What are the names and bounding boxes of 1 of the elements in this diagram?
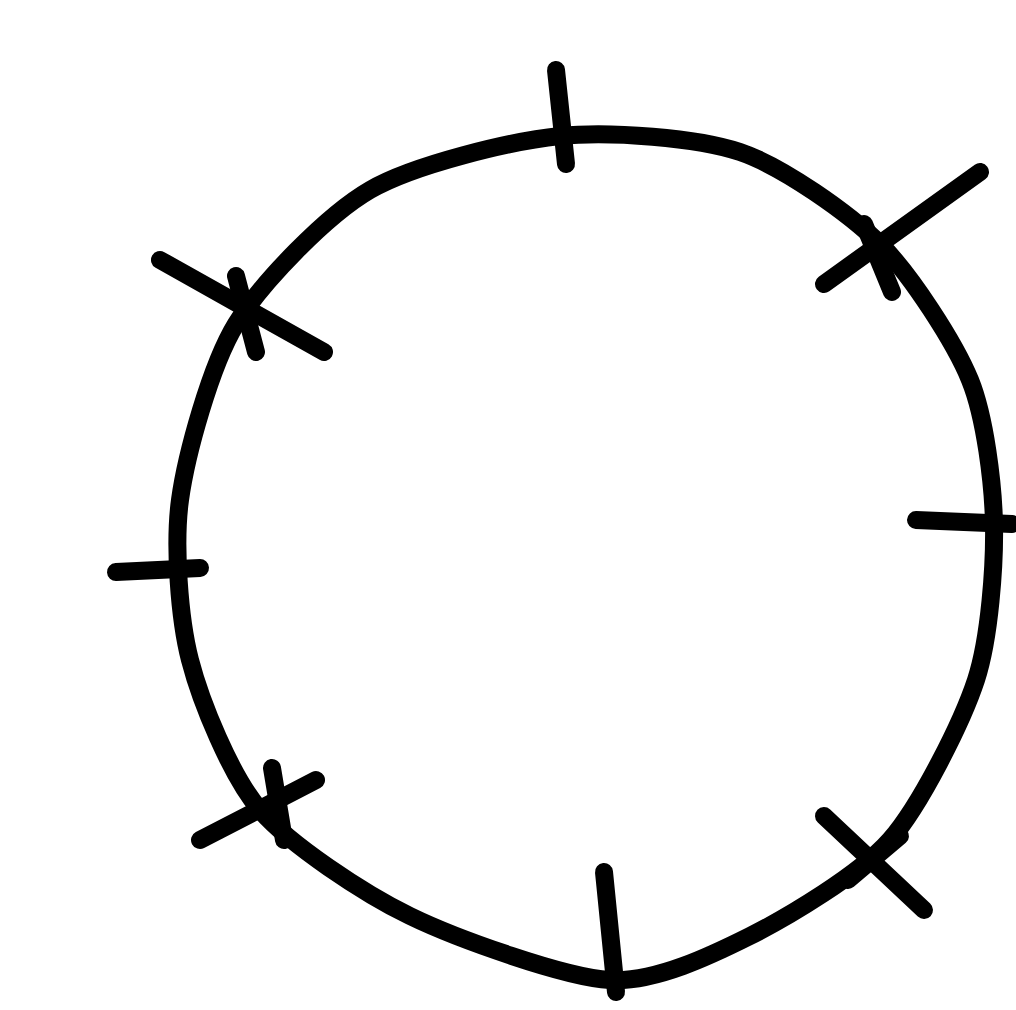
ring-drawing: [104, 60, 1016, 1004]
